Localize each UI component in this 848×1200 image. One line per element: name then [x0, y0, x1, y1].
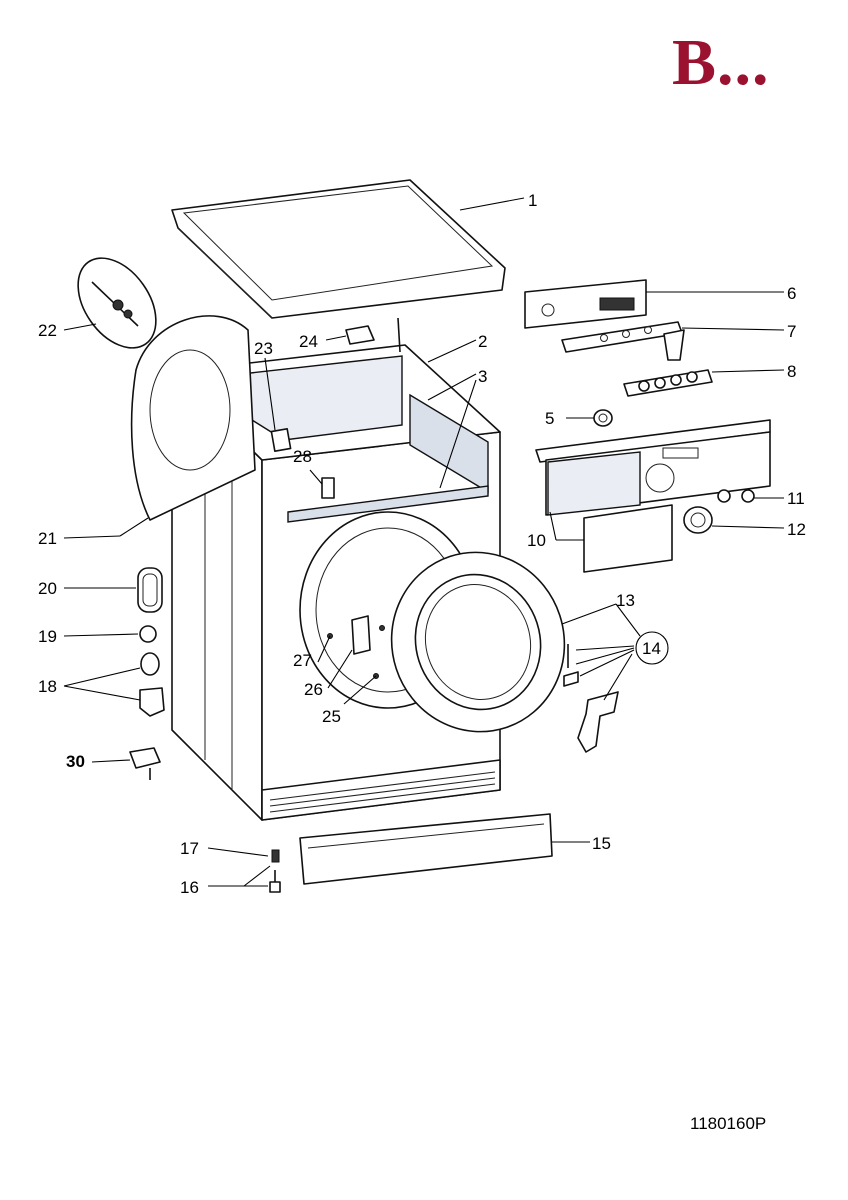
part-14-door-handle [563, 644, 619, 753]
part-5-knob [593, 409, 613, 427]
part-3-top-rails [287, 393, 489, 523]
part-16-foot [269, 870, 281, 893]
part-18-pump-parts [139, 652, 165, 717]
callout-18: 18 [38, 677, 57, 696]
part-10-control-fascia-and-drawer [535, 419, 771, 573]
callout-28: 28 [293, 447, 312, 466]
part-13-door [390, 551, 566, 733]
callout-19: 19 [38, 627, 57, 646]
callout-25: 25 [322, 707, 341, 726]
part-7-button-board [561, 321, 685, 361]
callout-12: 12 [787, 520, 806, 539]
callout-23: 23 [254, 339, 273, 358]
callout-17: 17 [180, 839, 199, 858]
part-28-pad [321, 477, 335, 499]
callout-27: 27 [293, 651, 312, 670]
callout-1: 1 [528, 191, 537, 210]
callout-6: 6 [787, 284, 796, 303]
callout-7: 7 [787, 322, 796, 341]
callout-22: 22 [38, 321, 57, 340]
callout-26: 26 [304, 680, 323, 699]
leader-lines [63, 197, 785, 887]
part-17-spacer [271, 849, 280, 863]
part-19-filter-cap [139, 625, 157, 643]
part-22-inlet-hose-assembly [77, 257, 157, 349]
part-8-push-buttons [623, 369, 713, 397]
part-1-top-cover [171, 179, 506, 319]
part-24-clip [345, 317, 401, 353]
callout-14: 14 [642, 639, 661, 658]
part-11-small-knobs [717, 489, 755, 503]
callout-3: 3 [478, 367, 487, 386]
part-21-rear-panel [130, 315, 256, 521]
callout-13: 13 [616, 591, 635, 610]
part-30-connector [129, 747, 161, 780]
callout-16: 16 [180, 878, 199, 897]
callout-10: 10 [527, 531, 546, 550]
callout-30: 30 [66, 752, 85, 771]
part-number-labels: 1 2 3 5 6 7 8 10 11 12 13 14 15 16 17 18… [38, 191, 806, 897]
callout-11: 11 [787, 489, 805, 508]
callout-24: 24 [299, 332, 318, 351]
part-23-bracket [270, 427, 292, 453]
callout-2: 2 [478, 332, 487, 351]
callout-21: 21 [38, 529, 57, 548]
callout-20: 20 [38, 579, 57, 598]
callout-15: 15 [592, 834, 611, 853]
callout-5: 5 [545, 409, 554, 428]
document-code: 1180160P [690, 1114, 767, 1133]
callout-14-circle: 14 [635, 631, 669, 665]
brand-logo-text: B... [672, 26, 770, 99]
callout-8: 8 [787, 362, 796, 381]
part-6-control-panel-pcb [524, 279, 647, 329]
part-26-door-lock [351, 615, 371, 655]
part-20-door-seal-ring-small [137, 567, 163, 613]
part-15-plinth-kick-panel [299, 813, 553, 885]
part-12-program-knob [683, 506, 713, 534]
